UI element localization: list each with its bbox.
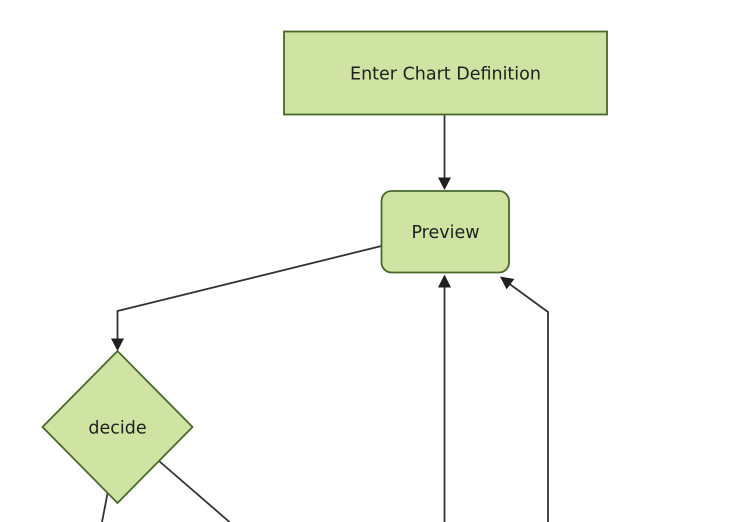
node-decide-shape <box>41 349 194 505</box>
edge-decide-to-offscreen-left-line <box>101 490 109 522</box>
edge-offscreen-to-preview-bottom <box>438 274 451 522</box>
node-preview-shape <box>380 190 510 274</box>
edge-decide-to-offscreen-left <box>101 490 109 522</box>
node-enter-chart-definition-label: Enter Chart Definition <box>350 65 541 85</box>
edge-preview-to-decide-line <box>116 245 382 340</box>
node-decide-label: decide <box>88 419 146 439</box>
node-preview: Preview <box>380 190 510 274</box>
edge-decide-to-offscreen-right-line <box>158 460 231 522</box>
edge-offscreen-to-preview-corner-line <box>506 281 549 522</box>
edge-decide-to-offscreen-right <box>158 460 231 522</box>
arrowhead-into-preview-top-icon <box>438 177 451 190</box>
arrowhead-into-preview-corner-icon <box>500 276 515 290</box>
edge-enter-to-preview <box>438 114 451 190</box>
node-enter-chart-definition: Enter Chart Definition <box>283 30 608 116</box>
edge-offscreen-to-preview-corner <box>500 276 549 522</box>
arrowhead-into-preview-bottom-icon <box>438 274 451 288</box>
node-enter-chart-definition-shape <box>283 30 608 116</box>
arrowhead-into-decide-top-icon <box>111 338 124 351</box>
node-decide: decide <box>41 349 194 505</box>
edge-preview-to-decide <box>111 245 382 351</box>
node-preview-label: Preview <box>411 223 479 243</box>
